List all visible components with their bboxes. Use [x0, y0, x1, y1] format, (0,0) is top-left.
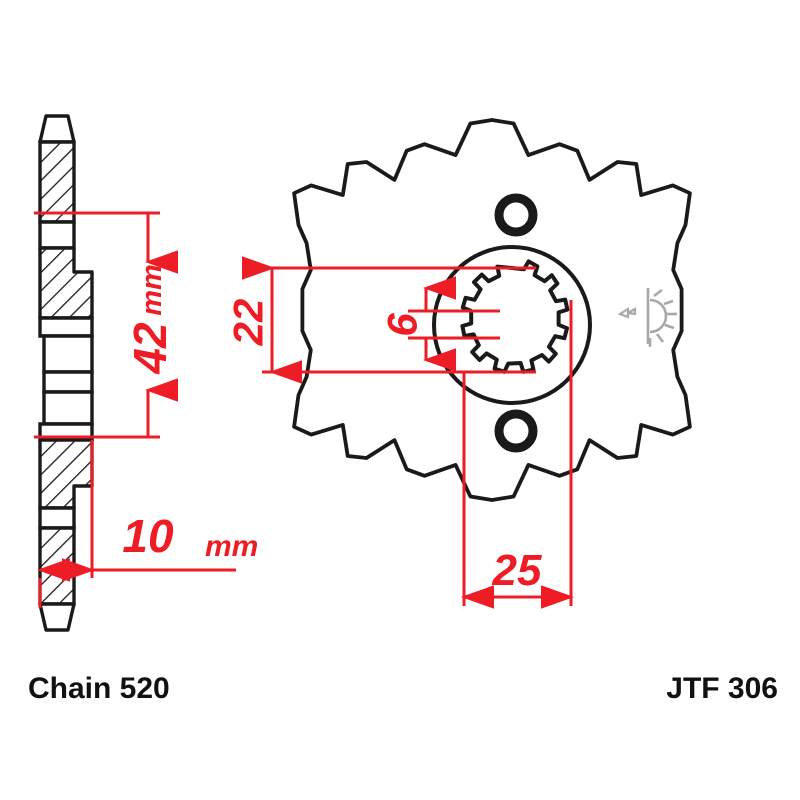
- splined-bore: [460, 259, 570, 374]
- mounting-hole-top: [494, 193, 538, 237]
- dimension-unit-42mm: mm: [136, 264, 168, 316]
- dimension-text-22: 22: [225, 299, 272, 347]
- dimension-text-10mm: 10: [122, 510, 174, 562]
- dimension-text-25: 25: [492, 546, 542, 595]
- dimension-text-6: 6: [379, 313, 426, 337]
- side-section-view: [38, 114, 94, 632]
- dimension-text-42mm: 42: [124, 322, 176, 375]
- chain-size-label: Chain 520: [28, 672, 170, 705]
- front-view-dimensions: [242, 256, 574, 609]
- mounting-hole-bottom: [494, 409, 538, 453]
- dimension-unit-10mm: mm: [205, 530, 258, 563]
- side-view-dimensions: [34, 211, 236, 608]
- sun-burst-mark: [617, 288, 677, 347]
- part-number-label: JTF 306: [666, 672, 778, 705]
